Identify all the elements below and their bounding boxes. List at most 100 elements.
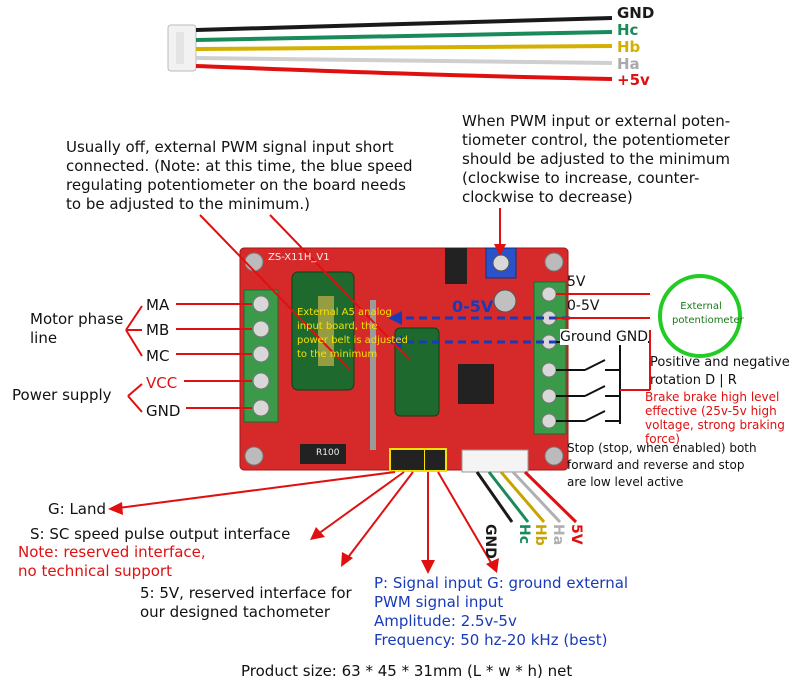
- arrow-g-land: [117, 471, 396, 509]
- terminal-screw: [541, 388, 557, 404]
- pin-arrowheads: [108, 502, 499, 574]
- label-vcc: VCC: [146, 374, 178, 392]
- label-s-line: S: SC speed pulse output interface: [30, 525, 291, 543]
- arrowhead: [421, 560, 435, 574]
- note-line: Usually off, external PWM signal input s…: [66, 138, 394, 156]
- label-line: Brake brake high level: [645, 390, 780, 404]
- cable-label-hb: Hb: [617, 38, 641, 56]
- left-brackets: [125, 303, 252, 413]
- header-divider: [424, 449, 425, 471]
- terminal-screw: [541, 286, 557, 302]
- overlay-line: External A5 analog: [297, 307, 392, 318]
- hall-connector: [461, 449, 529, 473]
- label-line: potentiometer: [672, 315, 744, 326]
- label-line: Stop (stop, when enabled) both: [567, 441, 757, 455]
- bracket: [125, 329, 143, 357]
- label-line: line: [30, 329, 58, 347]
- terminal-screw: [252, 399, 270, 417]
- terminal-screw: [252, 295, 270, 313]
- shunt-resistor: [300, 444, 346, 464]
- label-line: 5: 5V, reserved interface for: [140, 584, 352, 602]
- external-potentiometer-circle: [658, 274, 742, 358]
- note-line: (clockwise to increase, counter-: [462, 169, 700, 187]
- note-top-right: When PWM input or external poten- tiomet…: [462, 112, 730, 207]
- label-line: PWM signal input: [374, 593, 504, 611]
- direction-label: Positive and negative rotation D | R: [650, 354, 790, 390]
- label-line: P: Signal input G: ground external: [374, 574, 629, 592]
- product-size: Product size: 63 * 45 * 31mm (L * w * h)…: [241, 662, 573, 680]
- right-terminal-block: [533, 281, 567, 435]
- mount-hole: [244, 446, 264, 466]
- note-line: regulating potentiometer on the board ne…: [66, 176, 406, 194]
- arrowhead: [494, 244, 506, 256]
- range-label: 0-5V: [452, 297, 494, 316]
- label-line: force): [645, 432, 680, 446]
- label-line: Amplitude: 2.5v-5v: [374, 612, 517, 630]
- power-supply-label: Power supply: [12, 386, 112, 404]
- lead-gnd: [475, 471, 514, 523]
- note-line: connected. (Note: at this time, the blue…: [66, 157, 413, 175]
- arrowhead: [310, 527, 325, 540]
- label-line: External: [680, 301, 722, 312]
- bracket: [127, 383, 143, 397]
- arrowhead: [341, 552, 353, 567]
- label-line: rotation D | R: [650, 373, 737, 388]
- switch-lever: [584, 410, 606, 422]
- pin-arrows: [117, 471, 494, 567]
- terminal-screw: [252, 320, 270, 338]
- label-gnd: GND: [146, 402, 181, 420]
- arrowhead: [108, 502, 123, 515]
- overlay-line: power belt is adjusted: [297, 335, 408, 346]
- label-line: are low level active: [567, 475, 684, 489]
- label-line: voltage, strong braking: [645, 418, 785, 432]
- mount-hole: [544, 252, 564, 272]
- label-line: forward and reverse and stop: [567, 458, 745, 472]
- bracket: [125, 305, 143, 331]
- ic-chip: [445, 248, 467, 284]
- note-pointer: [269, 214, 411, 361]
- mount-hole: [244, 252, 264, 272]
- label-line: Motor phase: [30, 310, 124, 328]
- label-ground-gnd: Ground GND: [560, 329, 649, 345]
- cable-label-gnd: GND: [617, 4, 655, 22]
- wire-5v: [195, 64, 613, 81]
- label-mb: MB: [146, 321, 170, 339]
- cable-label-ha: Ha: [617, 55, 640, 73]
- overlay-line: input board, the: [297, 321, 378, 332]
- label-5v-tach: 5: 5V, reserved interface for our design…: [140, 584, 352, 622]
- resistor-label: R100: [316, 448, 340, 458]
- label-0-5v: 0-5V: [567, 298, 600, 314]
- label-line: Positive and negative: [650, 355, 790, 370]
- header-pins: [389, 448, 447, 472]
- terminal-screw: [541, 362, 557, 378]
- wire-hc: [195, 30, 613, 42]
- brake-label: Brake brake high level effective (25v-5v…: [645, 390, 785, 446]
- conn-label-hb: Hb: [532, 524, 548, 546]
- connector-leads: [475, 470, 578, 524]
- conn-label-hc: Hc: [516, 524, 532, 545]
- label-g-land: G: Land: [48, 500, 107, 518]
- label-line: Note: reserved interface,: [18, 543, 206, 561]
- bracket: [127, 395, 143, 413]
- conn-label-ha: Ha: [550, 524, 566, 546]
- board-model: ZS-X11H_V1: [268, 252, 330, 263]
- terminal-screw: [252, 372, 270, 390]
- label-line: Frequency: 50 hz-20 kHz (best): [374, 631, 608, 649]
- note-line: to be adjusted to the minimum.): [66, 195, 310, 213]
- terminal-screw: [252, 345, 270, 363]
- label-5v: 5V: [567, 274, 586, 290]
- arrowhead: [388, 335, 402, 349]
- driver-ic: [458, 364, 494, 404]
- note-pointer: [199, 214, 351, 371]
- note-line: should be adjusted to the minimum: [462, 150, 730, 168]
- arrow-s: [317, 471, 405, 535]
- conn-label-gnd: GND: [482, 524, 498, 559]
- pot-wiring: [556, 293, 650, 319]
- label-mc: MC: [146, 347, 170, 365]
- note-line: tiometer control, the potentiometer: [462, 131, 730, 149]
- label-pwm: P: Signal input G: ground external PWM s…: [374, 574, 628, 650]
- arrow-g: [437, 471, 494, 567]
- stop-label: Stop (stop, when enabled) both forward a…: [567, 440, 757, 491]
- lead-hb: [499, 471, 546, 523]
